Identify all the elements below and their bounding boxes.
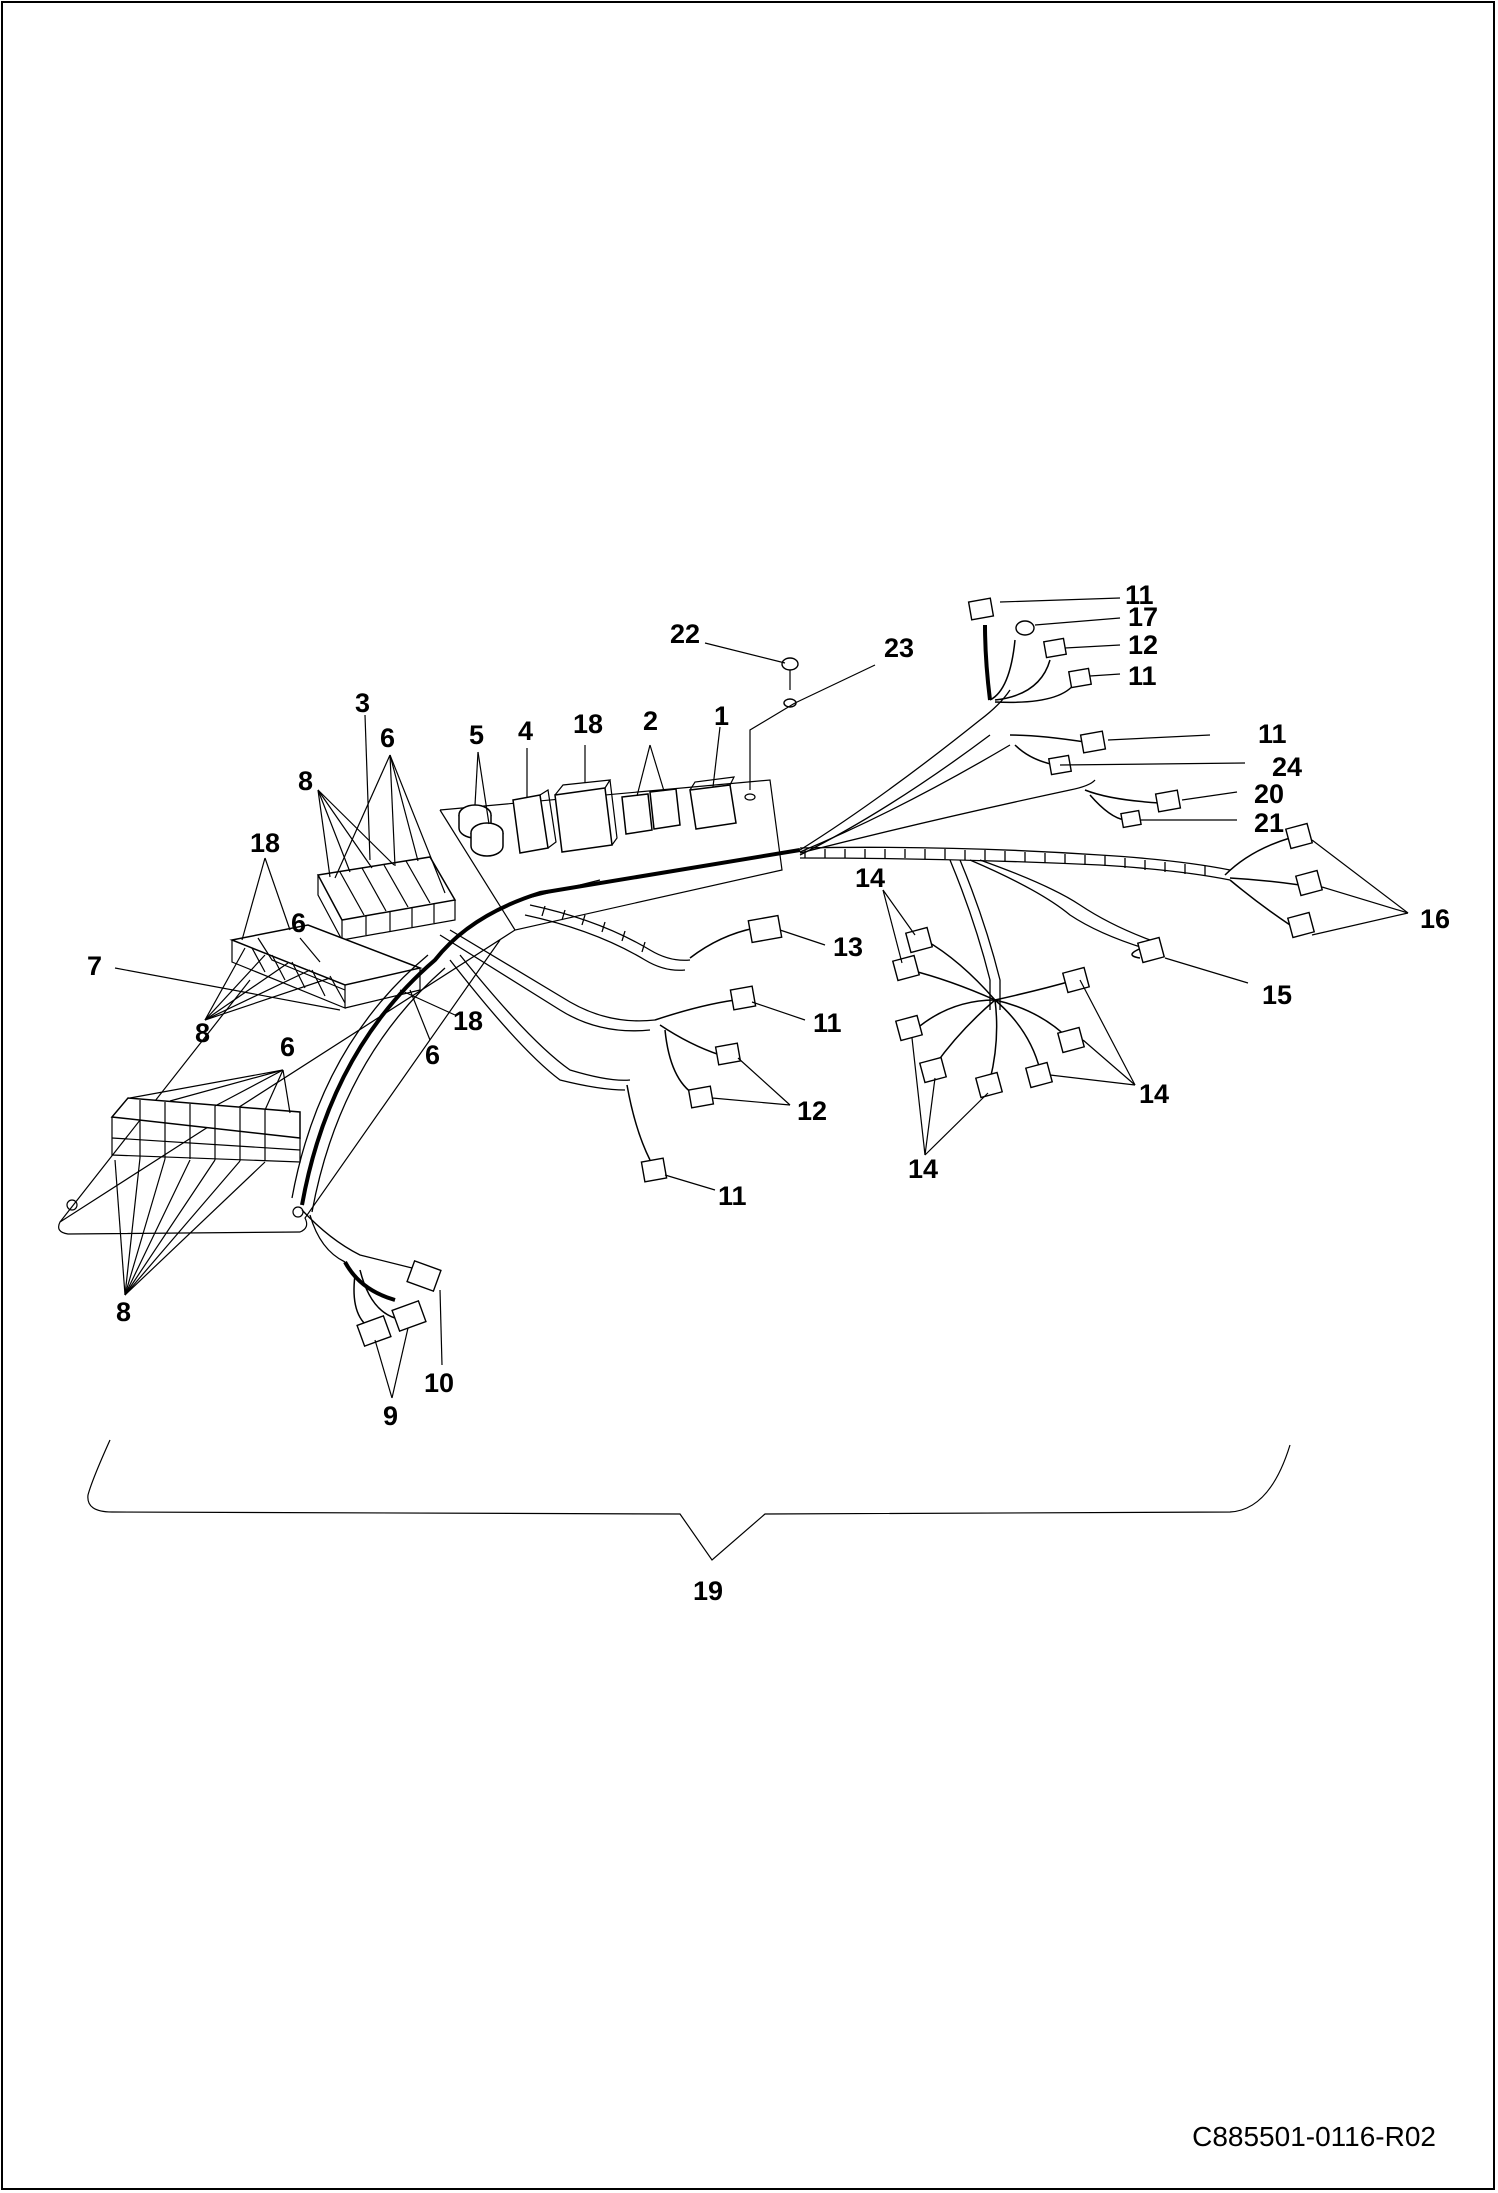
callout-11-lower: 11 (718, 1181, 747, 1211)
callout-3: 3 (355, 688, 370, 718)
callout-23: 23 (884, 633, 914, 663)
callout-5: 5 (469, 720, 484, 750)
callout-9: 9 (383, 1401, 398, 1431)
callout-12-a: 12 (1128, 630, 1158, 660)
callout-18-mid: 18 (453, 1006, 483, 1036)
callout-11-mid: 11 (813, 1008, 842, 1038)
drawing-id: C885501-0116-R02 (1192, 2121, 1436, 2152)
callout-labels: 11 17 12 11 11 24 20 21 22 23 1 2 18 4 5… (87, 580, 1450, 1606)
callout-24: 24 (1272, 752, 1302, 782)
callout-16: 16 (1420, 904, 1450, 934)
callout-6-top: 6 (380, 723, 395, 753)
callout-8-mid: 8 (195, 1018, 210, 1048)
callout-11-a: 11 (1125, 580, 1154, 610)
connector-pigtails (343, 597, 1324, 1348)
callout-11-c: 11 (1258, 719, 1287, 749)
relay-bank-lower (110, 1097, 301, 1163)
callout-18-left: 18 (250, 828, 280, 858)
callout-8-upper: 8 (298, 766, 313, 796)
callout-21: 21 (1254, 808, 1284, 838)
callout-11-b: 11 (1128, 661, 1157, 691)
relay-bank-middle (229, 924, 423, 1009)
callout-4: 4 (518, 716, 533, 746)
callout-6-lower: 6 (280, 1032, 295, 1062)
callout-22: 22 (670, 619, 700, 649)
main-harness (291, 689, 1231, 1271)
callout-8-lower: 8 (116, 1297, 131, 1327)
callout-14-right: 14 (1139, 1079, 1169, 1109)
callout-10: 10 (424, 1368, 454, 1398)
callout-1: 1 (714, 701, 729, 731)
callout-13: 13 (833, 932, 863, 962)
callout-6-mid: 6 (425, 1040, 440, 1070)
callout-20: 20 (1254, 779, 1284, 809)
callout-18-top: 18 (573, 709, 603, 739)
callout-12-mid: 12 (797, 1096, 827, 1126)
callout-14-bottom: 14 (908, 1154, 938, 1184)
callout-7: 7 (87, 951, 102, 981)
top-components (458, 776, 737, 857)
relay-bank-upper (316, 856, 457, 941)
leader-lines (114, 597, 1409, 1399)
assembly-bracket (87, 1439, 1291, 1561)
callout-6-left: 6 (291, 908, 306, 938)
callout-19: 19 (693, 1576, 723, 1606)
callout-15: 15 (1262, 980, 1292, 1010)
callout-14-top: 14 (855, 863, 885, 893)
panel-plate (58, 779, 783, 1235)
callout-2: 2 (643, 706, 658, 736)
callout-17: 17 (1128, 602, 1158, 632)
